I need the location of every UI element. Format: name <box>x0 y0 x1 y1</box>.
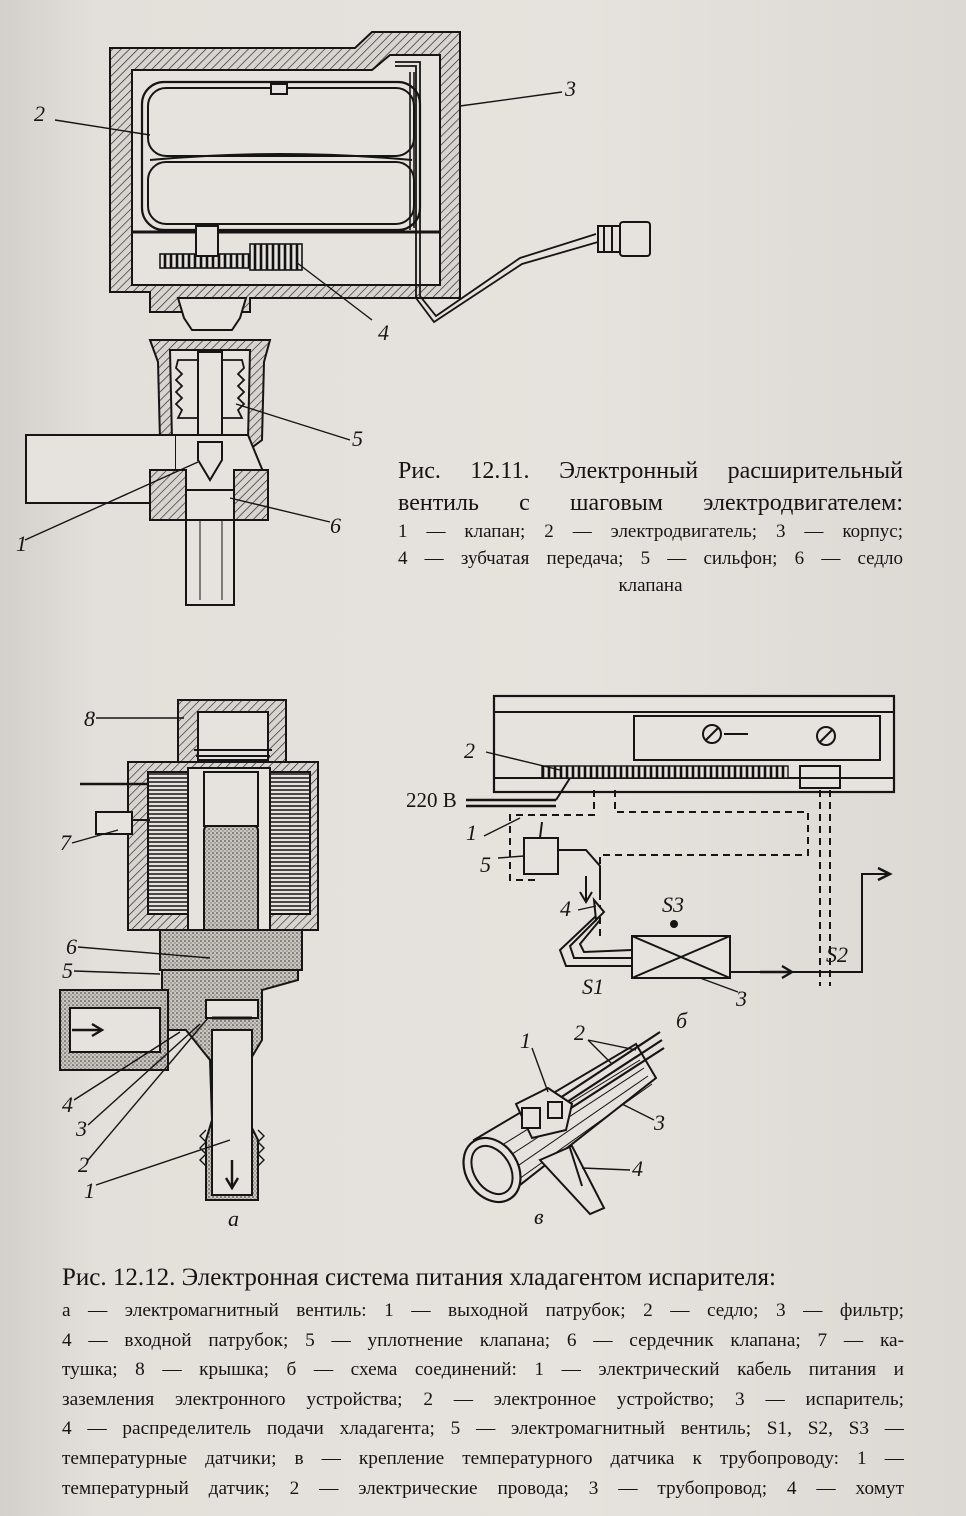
label-12-12b-5: 5 <box>480 852 491 877</box>
caption-line: 4 — входной патрубок; 5 — уплотнение кла… <box>62 1329 904 1351</box>
panel-letter-a: а <box>228 1206 239 1231</box>
label-12-12a-6: 6 <box>66 934 77 959</box>
label-12-12a-5: 5 <box>62 958 73 983</box>
fig-12-12v-drawing <box>462 1031 665 1216</box>
label-s3: S3 <box>662 892 684 917</box>
figure-12-11-caption: 1 — клапан; 2 — электродвигатель; 3 — ко… <box>398 518 903 599</box>
label-12-12b-1: 1 <box>466 820 477 845</box>
label-12-12a-1: 1 <box>84 1178 95 1203</box>
caption-line: 1 — клапан; 2 — электродвигатель; 3 — ко… <box>398 521 903 542</box>
caption-line: 4 — зубчатая передача; 5 — сильфон; 6 — … <box>398 548 903 569</box>
label-12-12v-3: 3 <box>654 1110 665 1135</box>
panel-letter-v: в <box>534 1204 544 1229</box>
figure-12-11-caption-title: Рис. 12.11. Электронный расширительный в… <box>398 458 903 516</box>
caption-line: температурные датчики; в — крепление тем… <box>62 1447 904 1469</box>
label-12-12b-4: 4 <box>560 896 571 921</box>
label-12-11-1: 1 <box>16 531 27 556</box>
label-12-11-5: 5 <box>352 426 363 451</box>
label-12-12a-2: 2 <box>78 1152 89 1177</box>
label-12-12a-4: 4 <box>62 1092 73 1117</box>
label-12-12v-2: 2 <box>574 1020 585 1045</box>
label-s1: S1 <box>582 974 604 999</box>
fig-12-12b-drawing <box>466 694 896 993</box>
figure-12-12-caption-title: Рис. 12.12. Электронная система питания … <box>62 1264 776 1291</box>
label-12-12b-2: 2 <box>464 738 475 763</box>
caption-line: тушка; 8 — крышка; б — схема соединений:… <box>62 1359 904 1381</box>
caption-line: клапана <box>618 575 683 596</box>
label-220v: 220 В <box>406 788 457 812</box>
label-12-11-3: 3 <box>565 76 576 101</box>
label-12-11-2: 2 <box>34 101 45 126</box>
caption-line: а — электромагнитный вентиль: 1 — выходн… <box>62 1300 904 1321</box>
caption-line: заземления электронного устройства; 2 — … <box>62 1388 904 1410</box>
label-12-12v-4: 4 <box>632 1156 643 1181</box>
label-12-12a-3: 3 <box>76 1116 87 1141</box>
label-12-11-4: 4 <box>378 320 389 345</box>
label-12-12a-8: 8 <box>84 706 95 731</box>
label-s2: S2 <box>826 942 848 967</box>
fig-12-11-drawing <box>24 31 651 606</box>
fig-12-12a-drawing <box>59 699 319 1201</box>
panel-letter-b: б <box>676 1008 688 1033</box>
figure-12-12-caption: а — электромагнитный вентиль: 1 — выходн… <box>62 1296 904 1503</box>
caption-line: 4 — распределитель подачи хладагента; 5 … <box>62 1418 904 1440</box>
label-12-12v-1: 1 <box>520 1028 531 1053</box>
label-12-11-6: 6 <box>330 513 341 538</box>
label-12-12a-7: 7 <box>60 830 71 855</box>
caption-line: температурный датчик; 2 — электрические … <box>62 1477 904 1499</box>
label-12-12b-3: 3 <box>736 986 747 1011</box>
